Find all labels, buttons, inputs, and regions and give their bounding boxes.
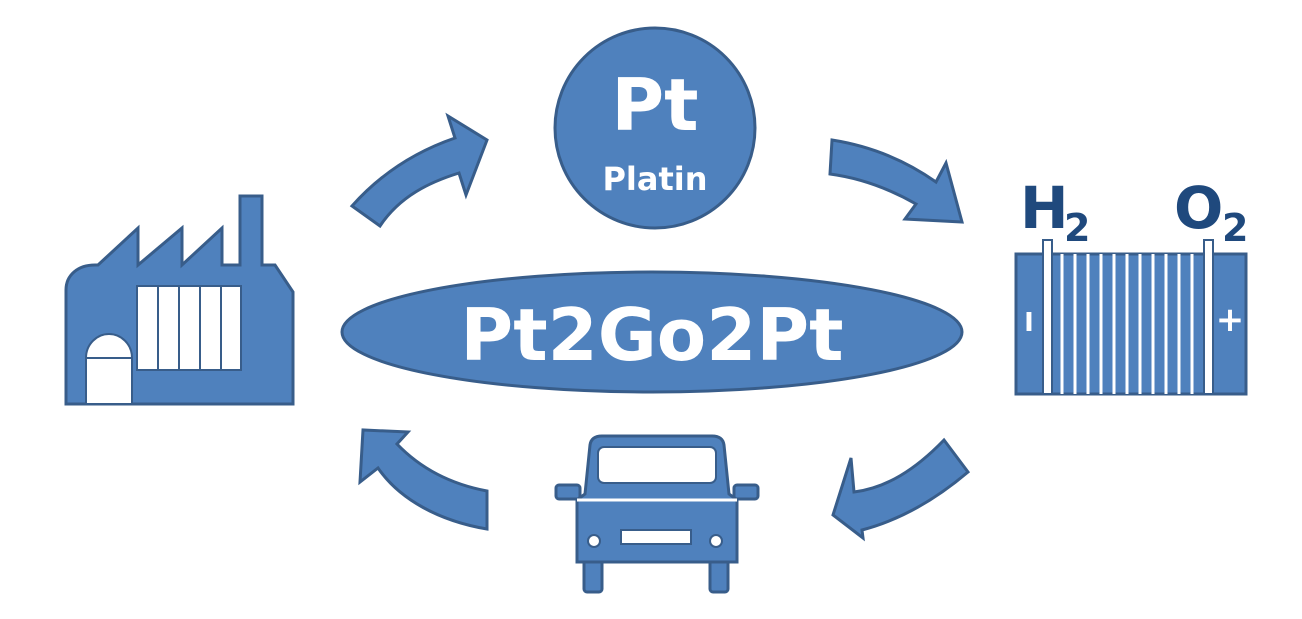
hydrogen-subscript: 2 (1064, 206, 1090, 250)
fuel-cell-minus: I (1024, 308, 1034, 338)
center-title: Pt2Go2Pt (460, 293, 843, 377)
arrow-factory-to-platinum (349, 112, 489, 229)
car-icon (554, 434, 760, 594)
car-mirror-left (554, 483, 582, 501)
center-ellipse: Pt2Go2Pt (340, 270, 964, 394)
platinum-circle: Pt Platin (553, 26, 757, 230)
oxygen-label: O (1174, 174, 1223, 242)
car-grille (620, 529, 692, 545)
platinum-symbol: Pt (611, 63, 698, 147)
factory-icon (64, 194, 295, 406)
car-mirror-right (732, 483, 760, 501)
car-wheel-left (582, 558, 604, 594)
fuel-cell-left-electrode (1042, 239, 1053, 395)
car-wheel-right (708, 558, 730, 594)
fuel-cell-icon: I + (1014, 239, 1248, 396)
platinum-name: Platin (602, 160, 707, 198)
car-headlight-left (587, 534, 601, 548)
car-windshield (597, 446, 717, 484)
hydrogen-label: H (1020, 174, 1069, 242)
arrow-platinum-to-fuel-cell (828, 138, 964, 224)
arrow-car-to-factory (358, 428, 489, 531)
factory-window-panel (136, 285, 242, 371)
arrow-fuel-cell-to-car (831, 437, 971, 542)
factory-door (85, 332, 133, 405)
fuel-cell-plus: + (1216, 300, 1245, 340)
car-headlight-right (709, 534, 723, 548)
oxygen-subscript: 2 (1222, 206, 1248, 250)
fuel-cell-right-electrode (1203, 239, 1214, 395)
